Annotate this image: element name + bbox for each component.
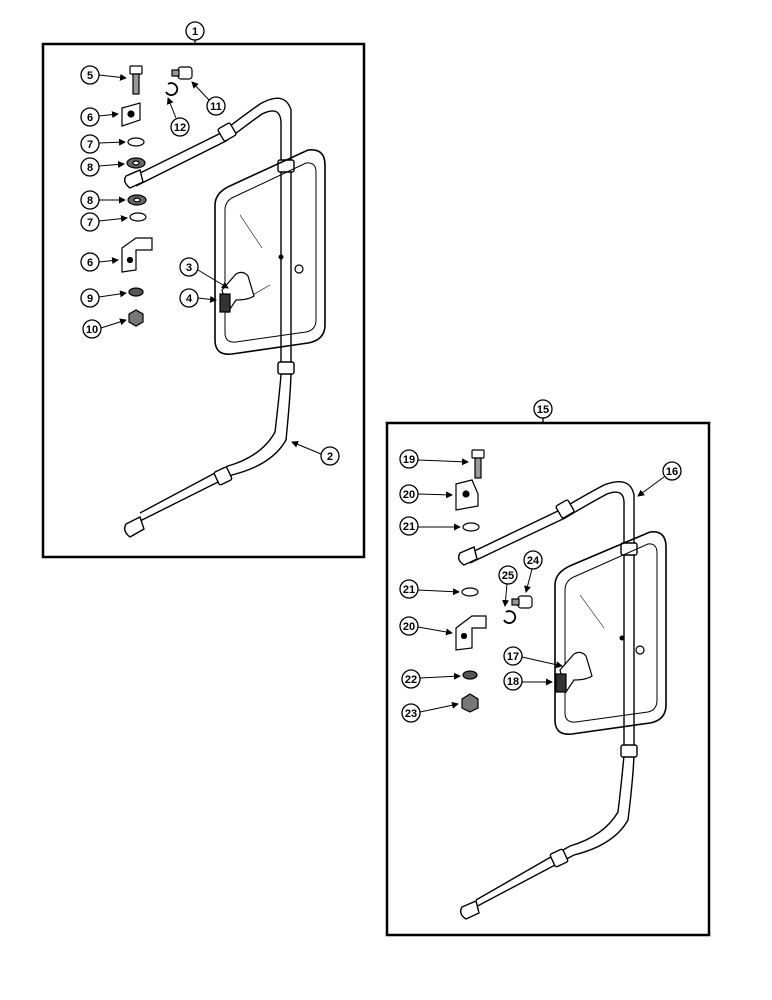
callout-22: 22: [401, 669, 461, 689]
callout-5: 5: [80, 65, 127, 85]
callout-2: 2: [291, 441, 340, 466]
screw-24: [511, 595, 533, 609]
mirror-1: [214, 148, 326, 356]
nut-10: [128, 309, 144, 327]
callout-16: 16: [637, 461, 682, 497]
callout-3: 3: [179, 257, 229, 289]
callouts-15: 19 20 21 21 20: [399, 449, 682, 723]
svg-text:2: 2: [327, 451, 333, 463]
svg-text:21: 21: [403, 521, 415, 533]
nut-23: [461, 693, 479, 713]
mount-bracket-20-top: [455, 479, 479, 511]
svg-text:24: 24: [527, 555, 540, 567]
svg-text:8: 8: [87, 195, 93, 207]
mirror-rod-16: [457, 481, 638, 920]
mount-bracket-20-bottom: [455, 615, 487, 651]
lockwasher-8-bottom: [127, 194, 147, 206]
bolt-5: [129, 65, 143, 95]
svg-text:7: 7: [87, 139, 93, 151]
svg-text:6: 6: [87, 257, 93, 269]
callout-17: 17: [503, 646, 563, 669]
callout-6-bottom: 6: [80, 252, 119, 272]
assembly-15: 15: [385, 399, 711, 937]
svg-text:19: 19: [403, 454, 415, 466]
svg-text:23: 23: [405, 708, 417, 720]
svg-text:9: 9: [87, 293, 93, 305]
callout-19: 19: [399, 449, 469, 469]
lockwasher-8-top: [126, 157, 146, 169]
callout-25: 25: [498, 565, 518, 607]
mirror-rod-2: [123, 97, 295, 538]
svg-text:5: 5: [87, 70, 93, 82]
svg-text:6: 6: [87, 112, 93, 124]
bolt-19: [471, 449, 485, 479]
mirror-15: [554, 530, 667, 736]
callout-20-top: 20: [399, 484, 453, 504]
lockwasher-9: [128, 287, 144, 297]
mount-bracket-6-top: [121, 102, 141, 127]
callout-6-top: 6: [80, 107, 119, 127]
callout-11: 11: [191, 81, 226, 116]
svg-text:15: 15: [537, 404, 549, 416]
svg-text:4: 4: [186, 293, 193, 305]
washer-21-top: [462, 522, 480, 532]
mirror-bracket-17: [555, 651, 593, 694]
assembly-1-callout: 1: [185, 21, 205, 44]
svg-text:22: 22: [405, 674, 417, 686]
screw-11: [171, 66, 193, 80]
assembly-1-frame: [41, 42, 366, 559]
svg-text:20: 20: [403, 489, 415, 501]
callout-7-top: 7: [80, 134, 126, 154]
svg-text:25: 25: [502, 570, 514, 582]
assembly-1: 1: [41, 21, 366, 559]
callout-7-bottom: 7: [80, 212, 128, 232]
callout-12: 12: [166, 97, 190, 137]
mirror-bracket-3: [219, 271, 255, 314]
svg-text:3: 3: [186, 262, 192, 274]
lockwasher-22: [462, 670, 478, 680]
callout-24: 24: [523, 550, 543, 593]
svg-text:1: 1: [192, 26, 198, 38]
callout-23: 23: [401, 701, 459, 723]
svg-text:12: 12: [174, 122, 186, 134]
clip-25: [503, 610, 517, 624]
svg-text:17: 17: [507, 651, 519, 663]
callout-8-top: 8: [80, 157, 125, 177]
clip-12: [165, 82, 179, 96]
washer-7-bottom: [129, 212, 147, 222]
assembly-15-frame: [385, 421, 711, 937]
svg-text:10: 10: [86, 324, 98, 336]
callout-8-bottom: 8: [80, 190, 126, 210]
assembly-15-callout: 15: [533, 399, 553, 423]
callout-21-bottom: 21: [399, 579, 460, 599]
svg-text:21: 21: [403, 584, 415, 596]
washer-7-top: [127, 137, 145, 147]
svg-text:11: 11: [210, 101, 222, 113]
svg-text:16: 16: [666, 466, 678, 478]
hardware-parts-1: [121, 65, 193, 327]
callout-20-bottom: 20: [399, 616, 453, 636]
mount-bracket-6-bottom: [121, 237, 153, 273]
callout-10: 10: [82, 318, 127, 339]
callout-4: 4: [179, 288, 217, 308]
svg-text:8: 8: [87, 162, 93, 174]
svg-text:20: 20: [403, 621, 415, 633]
callout-21-top: 21: [399, 516, 461, 536]
callout-18: 18: [503, 671, 553, 691]
callout-9: 9: [80, 288, 127, 308]
svg-text:7: 7: [87, 217, 93, 229]
washer-21-bottom: [461, 587, 479, 597]
callouts-1: 5 6 7 8 8: [80, 65, 340, 466]
hardware-parts-15: [455, 449, 533, 713]
svg-text:18: 18: [507, 676, 519, 688]
